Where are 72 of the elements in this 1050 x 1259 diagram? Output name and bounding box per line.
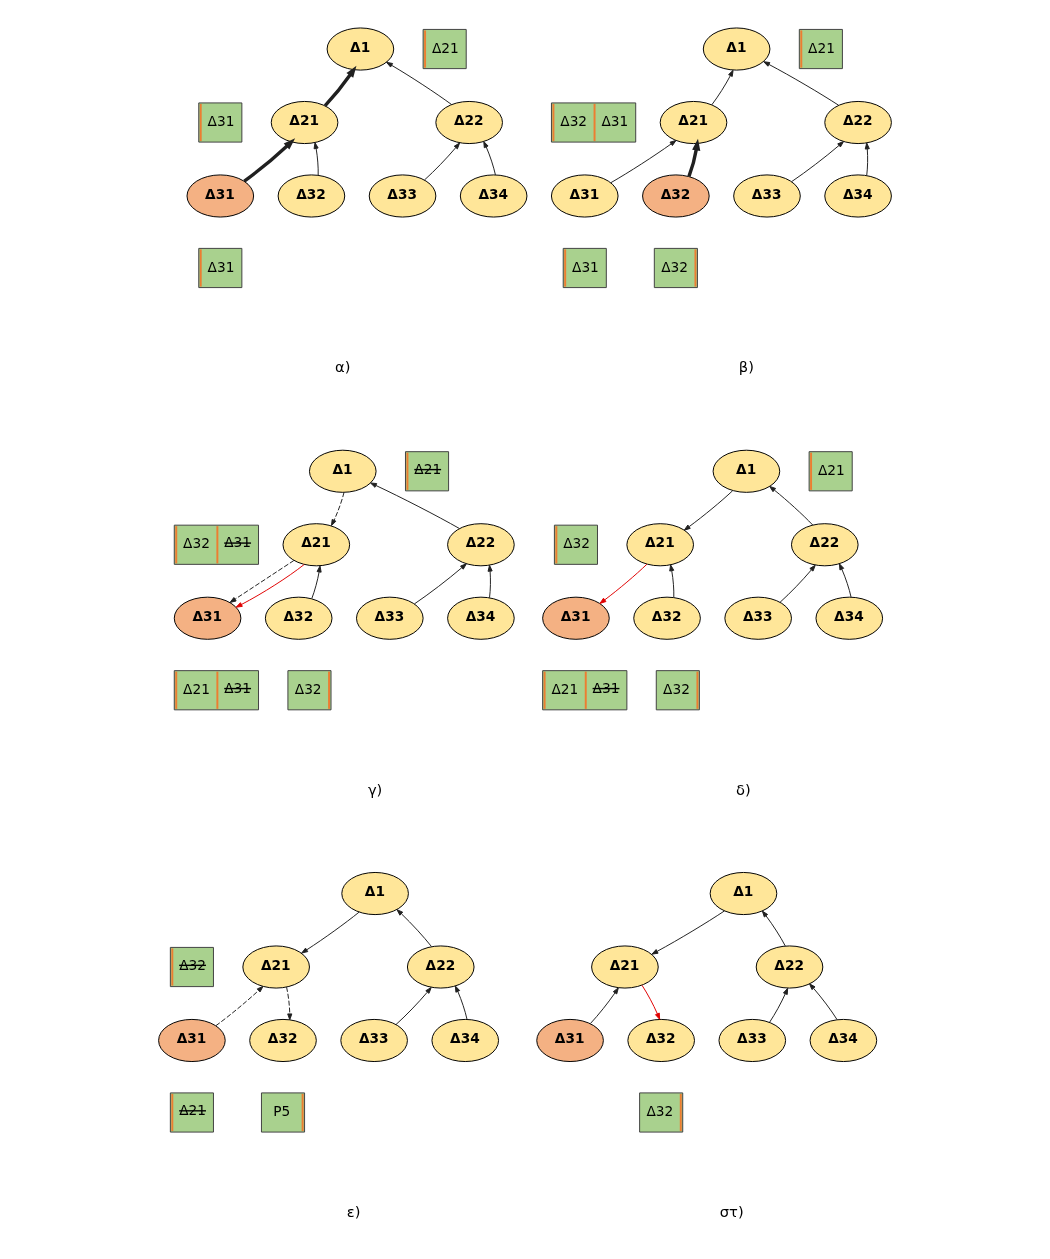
node-ellipse: Δ31 [158, 1018, 226, 1063]
node-ellipse: Δ32 [277, 174, 346, 218]
arrow [370, 482, 460, 529]
arrow [301, 911, 360, 954]
arrow [610, 139, 677, 184]
node-ellipse: Δ34 [447, 596, 515, 640]
arrow [779, 564, 816, 603]
arrow [311, 565, 322, 600]
arrow [323, 65, 357, 107]
node-ellipse: Δ32 [642, 174, 710, 218]
node-ellipse: Δ32 [633, 596, 701, 640]
arrow [791, 141, 844, 183]
arrow [687, 138, 701, 177]
arrow [331, 492, 345, 527]
label: ε) [346, 1202, 361, 1220]
arrow [487, 564, 493, 599]
arrow [769, 485, 814, 526]
node-ellipse: Δ21 [270, 100, 339, 145]
node-ellipse: Δ22 [447, 523, 515, 567]
arrow [483, 141, 496, 176]
arrow [589, 987, 619, 1024]
node-ellipse: Δ33 [718, 1018, 787, 1063]
node-ellipse: Δ31 [186, 174, 255, 218]
arrow [423, 142, 461, 181]
node-ellipse: Δ32 [264, 596, 333, 640]
node-ellipse: Δ34 [431, 1018, 500, 1063]
arrow [235, 564, 305, 608]
arrow [386, 61, 453, 106]
node-ellipse: Δ32 [627, 1018, 695, 1063]
node-ellipse: Δ34 [809, 1018, 878, 1063]
arrow [454, 985, 468, 1020]
node-ellipse: Δ33 [733, 174, 801, 218]
arrow [651, 910, 725, 955]
node-ellipse: Δ33 [724, 596, 792, 640]
arrow [769, 987, 789, 1023]
node-ellipse: Δ22 [406, 945, 475, 989]
arrow [286, 986, 293, 1021]
arrow [809, 983, 838, 1021]
arrow [669, 564, 675, 598]
arrow [838, 563, 852, 598]
label: α) [335, 358, 351, 376]
arrow [711, 69, 734, 106]
node-ellipse: Δ21 [282, 523, 351, 567]
node-ellipse: Δ22 [791, 523, 859, 567]
node-ellipse: Δ34 [815, 596, 884, 640]
node-ellipse: Δ22 [824, 100, 892, 145]
node-ellipse: Δ31 [536, 1018, 604, 1063]
label: γ) [367, 780, 383, 798]
label: δ) [736, 780, 751, 798]
arrow [243, 138, 296, 183]
node-ellipse: Δ31 [550, 174, 619, 218]
node-ellipse: Δ33 [368, 174, 437, 218]
arrow [599, 563, 648, 604]
arrow [396, 909, 432, 947]
label: στ) [719, 1202, 744, 1220]
node-ellipse: Δ22 [435, 100, 503, 145]
node-ellipse: Δ32 [249, 1018, 317, 1063]
arrow [395, 987, 432, 1025]
arrow [864, 142, 870, 176]
node-ellipse: Δ34 [459, 174, 528, 218]
arrow [313, 142, 319, 176]
node-ellipse: Δ33 [340, 1018, 408, 1063]
arrow [763, 61, 840, 106]
arrow [229, 560, 295, 603]
node-ellipse: Δ33 [356, 596, 424, 640]
arrow [413, 563, 467, 605]
arrow [683, 490, 734, 531]
arrow [641, 984, 661, 1020]
arrow [215, 985, 264, 1027]
arrow [761, 910, 786, 947]
label: β) [738, 358, 754, 376]
node-ellipse: Δ34 [824, 174, 892, 218]
